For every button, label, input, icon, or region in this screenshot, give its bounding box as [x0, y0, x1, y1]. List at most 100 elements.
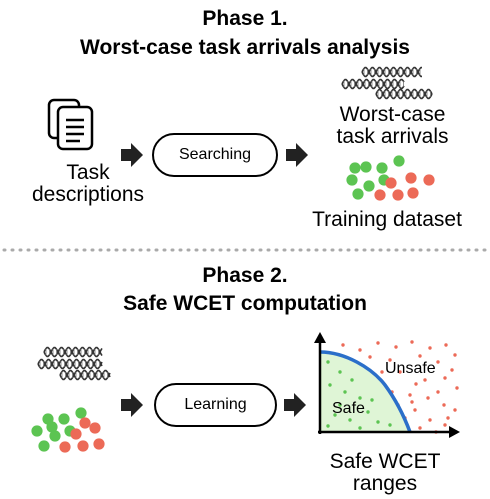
data-dot [31, 425, 43, 437]
wave-strand [37, 358, 103, 370]
unsafe-point [368, 355, 372, 359]
unsafe-point [444, 343, 448, 347]
data-dot [38, 440, 50, 452]
data-dot [75, 407, 87, 419]
phase2-title-line1: Phase 2. [202, 264, 288, 287]
unsafe-point [428, 418, 432, 422]
output-line2: ranges [352, 472, 418, 495]
safe-point [338, 403, 342, 407]
safe-point [388, 423, 392, 427]
unsafe-point [428, 346, 432, 350]
arrow-right-icon [286, 143, 308, 167]
unsafe-point [418, 354, 422, 358]
data-dot [79, 417, 91, 429]
unsafe-point [423, 378, 427, 382]
unsafe-point [388, 358, 392, 362]
document-stack-icon [47, 98, 94, 151]
unsafe-point [413, 408, 417, 412]
wcet-plot [314, 332, 460, 438]
phase1-title-line1: Phase 1. [202, 7, 288, 30]
unsafe-point [410, 400, 414, 404]
safe-point [350, 378, 354, 382]
unsafe-point [436, 360, 440, 364]
data-dot [89, 422, 101, 434]
unsafe-point [426, 396, 430, 400]
learning-step: Learning [154, 383, 277, 427]
safe-point [338, 370, 342, 374]
boundary-curve [319, 350, 412, 433]
data-dot [405, 172, 417, 184]
output-worst-case-line1: Worst-case [339, 103, 446, 126]
data-dot [58, 413, 70, 425]
x-axis-arrowhead [449, 426, 460, 438]
data-dot [70, 428, 82, 440]
unsafe-point [408, 393, 412, 397]
safe-point [358, 396, 362, 400]
unsafe-point [376, 341, 380, 345]
data-dot [352, 188, 364, 200]
unsafe-point [453, 353, 457, 357]
safe-point [370, 398, 374, 402]
input-label-line2: descriptions [31, 183, 145, 206]
data-dot [49, 430, 61, 442]
data-dot [349, 162, 361, 174]
phase2-title-line2: Safe WCET computation [123, 292, 367, 315]
wave-signal-icon [341, 66, 433, 100]
data-dot [374, 189, 386, 201]
data-dot [393, 155, 405, 167]
wave-strand [341, 78, 405, 90]
data-dot [376, 162, 388, 174]
dataset-dots [31, 407, 105, 453]
unsafe-point [443, 423, 447, 427]
wave-strand [37, 358, 103, 370]
wave-strand [375, 88, 433, 100]
unsafe-point [455, 386, 459, 390]
safe-point [376, 420, 380, 424]
wave-strand [341, 78, 405, 90]
data-dot [407, 187, 419, 199]
wave-signal-icon [37, 346, 111, 381]
wave-strand [361, 66, 422, 78]
unsafe-point [398, 370, 402, 374]
phase1-title-line2: Worst-case task arrivals analysis [80, 36, 410, 59]
unsafe-point [442, 403, 446, 407]
output-worst-case-line2: task arrivals [336, 125, 449, 148]
data-dot [363, 180, 375, 192]
data-dot [77, 440, 89, 452]
data-dot [385, 177, 397, 189]
safe-point [328, 383, 332, 387]
arrow-right-icon [284, 393, 306, 417]
unsafe-point [341, 343, 345, 347]
data-dot [59, 441, 71, 453]
safe-point [326, 360, 330, 364]
wave-strand [59, 369, 111, 381]
safe-point [358, 426, 362, 430]
data-dot [346, 174, 358, 186]
safe-point [348, 418, 352, 422]
training-dataset-dots [346, 155, 435, 201]
output-line1: Safe WCET [329, 450, 441, 473]
wave-strand [43, 346, 103, 358]
unsafe-point [443, 376, 447, 380]
data-dot [423, 174, 435, 186]
y-axis-arrowhead [314, 332, 326, 343]
unsafe-point [410, 340, 414, 344]
unsafe-point [394, 345, 398, 349]
unsafe-point [418, 426, 422, 430]
unsafe-point [380, 370, 384, 374]
unsafe-point [450, 368, 454, 372]
arrow-right-icon [121, 393, 143, 417]
safe-point [333, 413, 337, 417]
input-label-line1: Task [66, 161, 110, 184]
safe-point [343, 390, 347, 394]
wave-strand [43, 346, 103, 358]
data-dot [360, 161, 372, 173]
arrow-right-icon [121, 143, 143, 167]
unsafe-point [414, 382, 418, 386]
unsafe-point [436, 390, 440, 394]
data-dot [392, 189, 404, 201]
safe-region [320, 352, 410, 432]
wave-strand [361, 66, 422, 78]
safe-point [366, 410, 370, 414]
